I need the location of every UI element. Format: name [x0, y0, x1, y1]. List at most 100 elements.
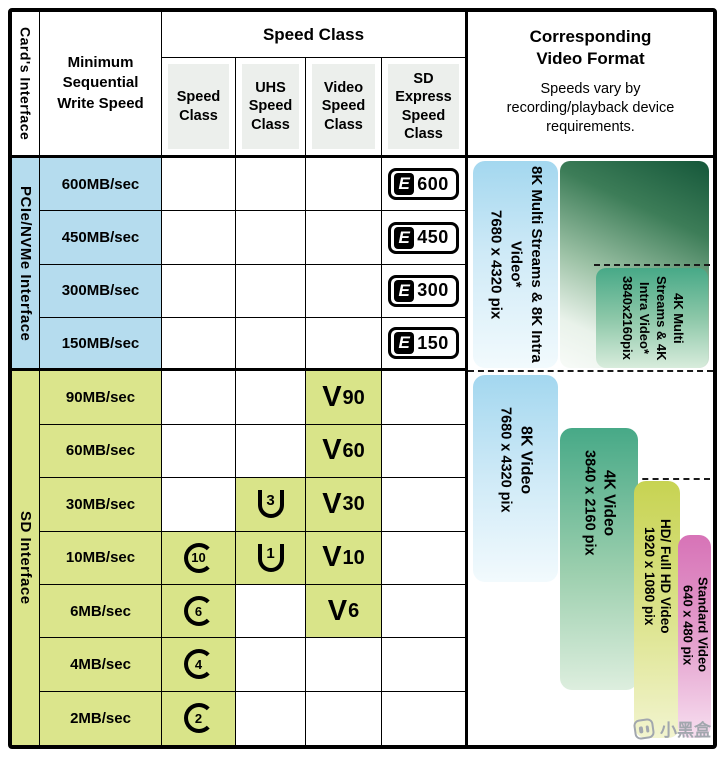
- uhs-speed-cell: 1: [236, 531, 306, 585]
- subheader-sd-express-speed-class: SD Express Speed Class: [382, 58, 465, 155]
- bar-resolution: 3840x2160pix: [620, 276, 636, 360]
- empty-cell: [382, 638, 468, 692]
- dashed-divider: [594, 264, 710, 266]
- bar-resolution: 7680 x 4320 pix: [497, 407, 514, 513]
- speed-class-subheaders: Speed Class UHS Speed Class Video Speed …: [162, 58, 465, 155]
- empty-cell: [162, 211, 236, 265]
- speed-class-cell: 2: [162, 691, 236, 745]
- empty-cell: [306, 691, 382, 745]
- empty-cell: [162, 478, 236, 532]
- empty-cell: [382, 371, 468, 425]
- watermark-text: 小黑盒: [660, 721, 711, 740]
- empty-cell: [236, 691, 306, 745]
- express-e-icon: E: [394, 332, 415, 355]
- empty-cell: [236, 158, 306, 212]
- speed-class-cell: 10: [162, 531, 236, 585]
- dashed-divider-interface-boundary: [468, 370, 713, 372]
- speed-class-group-title: Speed Class: [162, 12, 465, 58]
- card-interface-label: Card's Interface: [17, 26, 34, 141]
- format-bar-4k-video: 4K Video 3840 x 2160 pix: [560, 428, 638, 690]
- write-speed-cell: 2MB/sec: [40, 691, 162, 745]
- write-speed-cell: 4MB/sec: [40, 638, 162, 692]
- empty-cell: [306, 638, 382, 692]
- write-speed-cell: 30MB/sec: [40, 478, 162, 532]
- bar-title: Standard Video: [695, 577, 711, 673]
- video-format-note: Speeds vary by recording/playback device…: [506, 81, 675, 135]
- bar-title: 8K Multi Streams & 8K Intra Video*: [507, 166, 545, 363]
- uhs-class-u1-logo: 1: [257, 543, 284, 572]
- speed-class-table: Card's Interface Minimum Sequential Writ…: [8, 8, 717, 749]
- bar-title: HD/ Full HD Video: [658, 518, 674, 634]
- bar-title: 8K Video: [517, 425, 535, 495]
- empty-cell: [162, 371, 236, 425]
- bar-resolution: 7680 x 4320 pix: [487, 209, 505, 320]
- empty-cell: [306, 318, 382, 372]
- empty-cell: [382, 691, 468, 745]
- bar-resolution: 640 x 480 pix: [680, 584, 696, 666]
- empty-cell: [162, 264, 236, 319]
- speed-class-cell: 4: [162, 638, 236, 692]
- uhs-speed-cell: 3: [236, 478, 306, 532]
- empty-cell: [236, 264, 306, 319]
- write-speed-cell: 6MB/sec: [40, 584, 162, 639]
- write-speed-cell: 150MB/sec: [40, 318, 162, 372]
- empty-cell: [236, 318, 306, 372]
- write-speed-cell: 300MB/sec: [40, 264, 162, 319]
- write-speed-cell: 10MB/sec: [40, 531, 162, 585]
- format-bar-4k-multi-streams: 4K Multi Streams & 4K Intra Video* 3840x…: [596, 268, 708, 368]
- format-bar-8k-multi-streams: 8K Multi Streams & 8K Intra Video* 7680 …: [473, 161, 558, 368]
- empty-cell: [382, 584, 468, 639]
- sd-interface-label-cell: SD Interface: [12, 371, 40, 745]
- bar-resolution: 1920 x 1080 pix: [642, 526, 657, 626]
- speed-class-cell: 6: [162, 584, 236, 639]
- speed-class-group-header: Speed Class Speed Class UHS Speed Class …: [162, 12, 468, 158]
- empty-cell: [382, 424, 468, 479]
- watermark: 小黑盒: [632, 716, 711, 741]
- empty-cell: [236, 638, 306, 692]
- express-e-icon: E: [394, 173, 415, 196]
- write-speed-header: Minimum Sequential Write Speed: [40, 12, 162, 158]
- empty-cell: [306, 211, 382, 265]
- write-speed-cell: 450MB/sec: [40, 211, 162, 265]
- subheader-speed-class: Speed Class: [162, 58, 236, 155]
- heybox-logo-icon: [632, 717, 656, 740]
- speed-class-c2-logo: 2: [183, 703, 214, 734]
- subheader-video-speed-class: Video Speed Class: [306, 58, 382, 155]
- write-speed-cell: 60MB/sec: [40, 424, 162, 479]
- bar-title: 4K Video: [600, 469, 618, 537]
- format-bar-standard-video: Standard Video 640 x 480 pix: [678, 535, 711, 738]
- speed-class-c10-logo: 10: [183, 542, 214, 573]
- empty-cell: [162, 424, 236, 479]
- write-speed-cell: 600MB/sec: [40, 158, 162, 212]
- express-e-icon: E: [394, 279, 415, 302]
- empty-cell: [306, 264, 382, 319]
- video-format-header: Corresponding Video Format Speeds vary b…: [468, 12, 713, 158]
- bar-resolution: 3840 x 2160 pix: [581, 450, 598, 556]
- empty-cell: [162, 158, 236, 212]
- empty-cell: [306, 158, 382, 212]
- empty-cell: [162, 318, 236, 372]
- write-speed-cell: 90MB/sec: [40, 371, 162, 425]
- uhs-class-u3-logo: 3: [257, 490, 284, 519]
- format-bar-hd-video: HD/ Full HD Video 1920 x 1080 pix: [634, 481, 680, 738]
- pcie-interface-label-cell: PCIe/NVMe Interface: [12, 158, 40, 372]
- write-speed-header-label: Minimum Sequential Write Speed: [57, 54, 144, 112]
- bar-title: 4K Multi Streams & 4K Intra Video*: [637, 275, 686, 361]
- empty-cell: [382, 478, 468, 532]
